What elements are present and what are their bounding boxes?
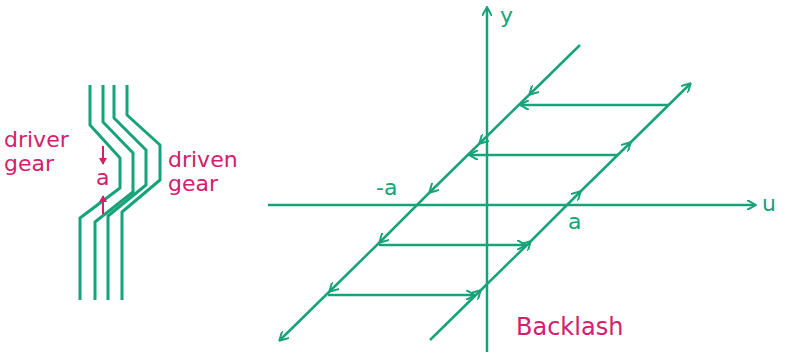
gap-label: a xyxy=(96,166,109,190)
diagram-title: Backlash xyxy=(516,314,623,340)
axis-value: -a xyxy=(376,176,397,200)
gear-teeth xyxy=(80,85,160,300)
axes xyxy=(268,8,755,352)
axis-label: y xyxy=(500,4,513,28)
axis-label: u xyxy=(762,192,776,216)
axis-value: a xyxy=(568,210,581,234)
backlash-loop xyxy=(280,45,690,340)
part-name: driven gear xyxy=(168,148,268,196)
part-name: driver gear xyxy=(4,128,88,176)
